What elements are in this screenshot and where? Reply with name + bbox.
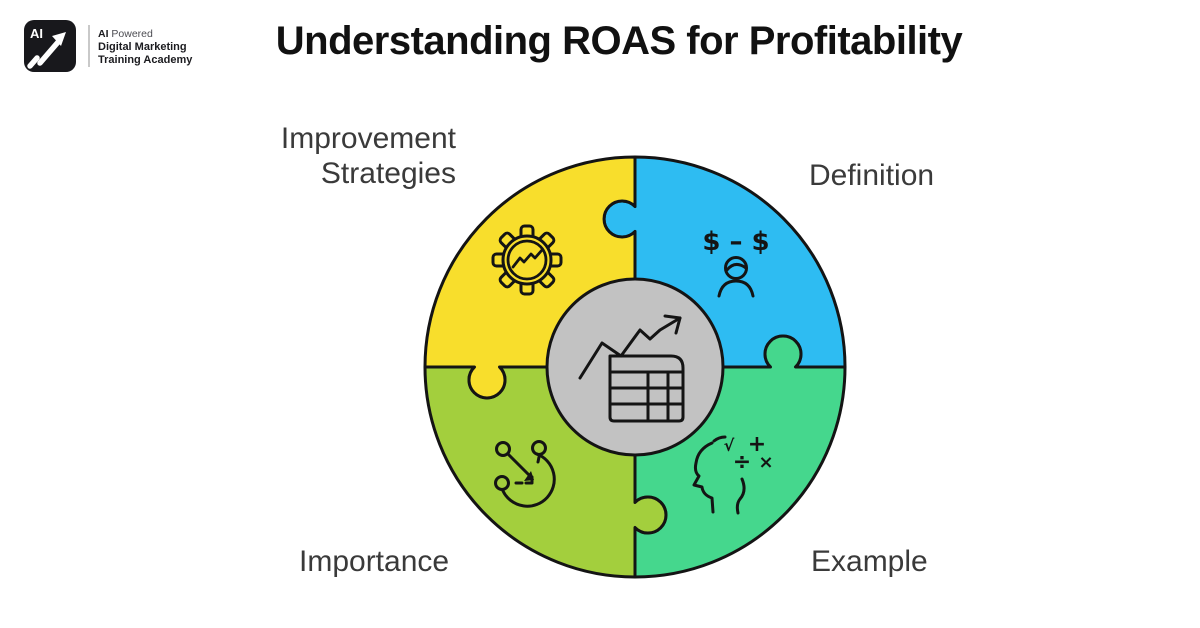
arrow-shaft — [37, 38, 62, 66]
brand-tagline-prefix: AI — [98, 28, 109, 40]
logo-badge-text: AI — [30, 26, 43, 41]
label-improvement-line1: Improvement — [280, 122, 456, 155]
dollar-exchange-person-icon: $ – $ — [702, 227, 770, 298]
divide-symbol: ÷ — [733, 450, 751, 475]
page-title: Understanding ROAS for Profitability — [275, 19, 963, 63]
dollar-exchange-text: $ – $ — [702, 227, 769, 257]
brand-logo: AI — [24, 20, 76, 72]
label-improvement-strategies: Improvement Strategies — [190, 121, 456, 191]
plus-symbol: + — [748, 432, 766, 457]
label-importance: Importance — [299, 545, 450, 578]
gear-growth-icon — [491, 224, 563, 296]
roas-puzzle-diagram: $ – $ √ + ÷ × — [423, 155, 847, 579]
label-example: Example — [811, 545, 928, 578]
growth-chart-table-icon — [578, 314, 685, 423]
label-improvement-line2: Strategies — [320, 157, 456, 190]
radical-symbol: √ — [724, 436, 735, 455]
brand-divider — [88, 25, 90, 67]
brand-tagline: AI Powered — [98, 28, 192, 41]
ai-arrow-logo-icon: AI — [27, 26, 66, 69]
arrow-segment — [27, 55, 40, 69]
head-math-icon: √ + ÷ × — [692, 432, 774, 515]
center-hub — [545, 277, 725, 457]
brand-line3: Training Academy — [98, 54, 193, 66]
brand-line2: Digital Marketing — [98, 41, 187, 53]
route-arrow-icon — [494, 440, 556, 508]
times-symbol: × — [758, 452, 773, 473]
brand-tagline-suffix: Powered — [111, 28, 153, 40]
label-definition: Definition — [809, 159, 935, 192]
brand-text: AI Powered Digital Marketing Training Ac… — [98, 28, 192, 67]
arrow-head — [52, 32, 66, 46]
